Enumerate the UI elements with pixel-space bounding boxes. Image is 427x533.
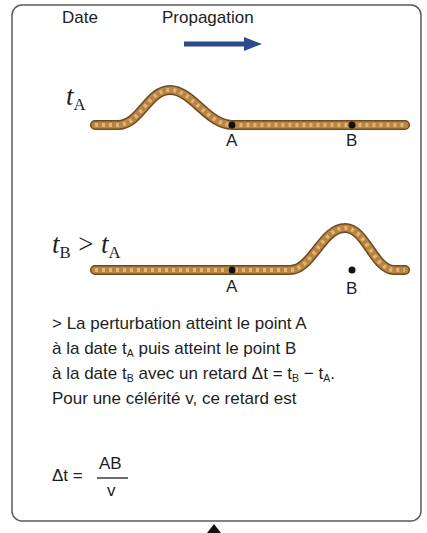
text-line: AB — [99, 454, 122, 474]
formula-text: Δt = — [52, 466, 83, 485]
time-index: B — [60, 243, 71, 262]
caption-index: A — [127, 347, 134, 359]
rope-at-tb — [95, 228, 405, 274]
date-heading: Date — [62, 8, 98, 27]
caption-text: à la date t — [52, 364, 127, 383]
time-symbol: t — [66, 81, 74, 111]
caption-index: A — [323, 372, 330, 384]
caption-index: B — [127, 372, 134, 384]
time-index: A — [74, 95, 86, 114]
card-frame — [12, 5, 421, 521]
point-label: B — [346, 131, 357, 150]
text-line: A — [226, 131, 237, 151]
text-line: v — [107, 481, 116, 501]
text-line: à la date tApuis atteint le point B — [52, 339, 296, 360]
fraction-numerator: AB — [99, 454, 122, 473]
text-line: Date — [62, 8, 98, 28]
text-line: > La perturbation atteint le point A — [52, 314, 307, 334]
text-line: B — [346, 279, 357, 299]
greater-sign: > — [78, 229, 93, 259]
caption-text: . — [330, 364, 335, 383]
caption-text: puis atteint le point B — [138, 339, 296, 358]
text-line: Δt = — [52, 466, 83, 486]
text-line: à la date tBavec un retard Δt = tB− tA. — [52, 364, 335, 385]
time-index: A — [109, 243, 121, 262]
point-label: A — [226, 277, 237, 296]
time-symbol: t — [101, 229, 109, 259]
caption-text: Pour une célérité v, ce retard est — [52, 389, 296, 408]
fraction-denominator: v — [107, 481, 116, 500]
rope-at-ta — [95, 90, 405, 129]
text-line: Propagation — [162, 8, 254, 28]
propagation-arrow — [184, 37, 262, 51]
propagation-heading: Propagation — [162, 8, 254, 27]
caption-text: > La perturbation atteint le point A — [52, 314, 307, 333]
text-line: tA — [66, 80, 86, 115]
fraction-bar — [97, 477, 128, 478]
text-line: B — [346, 131, 357, 151]
caption-text: à la date t — [52, 339, 127, 358]
caption-index: B — [292, 372, 299, 384]
pointer-triangle — [207, 524, 221, 533]
point-label: B — [346, 279, 357, 298]
text-line: tB>tA — [52, 228, 121, 263]
point-label: A — [226, 131, 237, 150]
time-symbol: t — [52, 229, 60, 259]
text-line: A — [226, 277, 237, 297]
caption-text: − t — [304, 364, 323, 383]
text-line: Pour une célérité v, ce retard est — [52, 389, 296, 409]
caption-text: avec un retard Δt = t — [138, 364, 292, 383]
